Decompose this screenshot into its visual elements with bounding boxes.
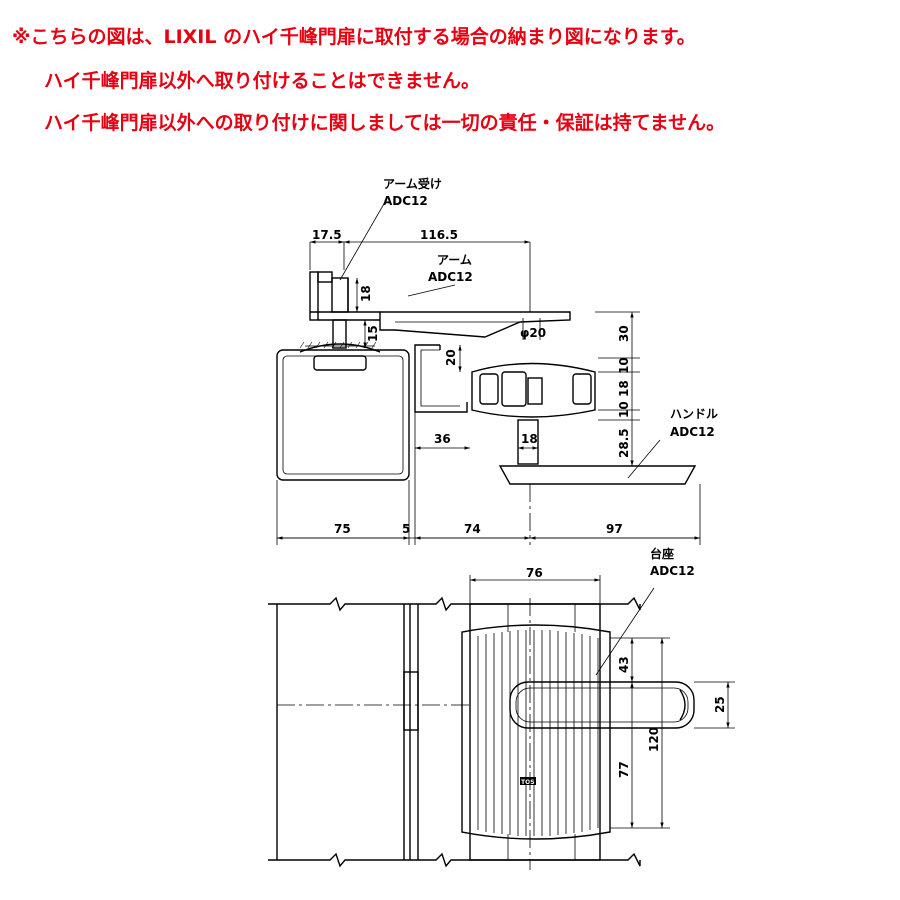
handle-material: ADC12 [670,425,715,439]
notice-line-1: ※こちらの図は、LIXIL のハイ千峰門扉に取付する場合の納まり図になります。 [12,26,696,48]
dim-17-5: 17.5 [312,228,342,242]
dimension-lines-top [276,201,701,545]
top-view: アーム受け ADC12 アーム ADC12 ハンドル ADC12 17.5 11… [276,176,718,545]
dim-28-5: 28.5 [617,428,631,458]
dim-18-b: 18 [617,380,631,397]
brand-logo-text: TOS [521,779,535,786]
notice-line-3: ハイ千峰門扉以外への取り付けに関しましては一切の責任・保証は持てません。 [44,112,726,134]
dim-43: 43 [617,656,631,673]
arm-receiver-material: ADC12 [383,194,428,208]
dim-phi-20: φ20 [520,326,546,340]
base-plate: TOS [461,603,611,861]
base-material: ADC12 [650,564,695,578]
handle-front [509,681,695,729]
dim-120: 120 [647,727,661,752]
arm-receiver-shape [309,271,380,321]
dim-18-c: 18 [521,432,538,446]
dim-18-a: 18 [359,285,373,302]
arm-receiver-name: アーム受け [383,176,442,191]
handle-name: ハンドル [670,407,718,421]
base-name: 台座 [650,546,674,561]
dim-10-b: 10 [617,401,631,418]
c-channel-section [414,344,468,413]
dim-74: 74 [464,522,481,536]
dim-36: 36 [434,432,451,446]
gate-front-view [268,596,641,868]
dim-97: 97 [606,522,623,536]
dim-75: 75 [334,522,351,536]
dim-116-5: 116.5 [420,228,458,242]
dimension-lines-bottom [469,575,735,870]
brand-logo [520,777,536,785]
dim-76: 76 [526,566,543,580]
arm-material: ADC12 [428,270,473,284]
dim-77: 77 [617,761,631,778]
pivot-shaft [332,319,347,349]
dim-10-a: 10 [617,357,631,374]
notice-line-2: ハイ千峰門扉以外へ取り付けることはできません。 [44,70,481,92]
dim-30: 30 [617,325,631,342]
dim-20: 20 [444,349,458,366]
bottom-view: TOS 台座 ADC12 76 43 25 [268,546,735,870]
arm-name: アーム [437,253,472,267]
dim-15: 15 [366,325,380,342]
arm-shape [379,311,571,338]
handle-shape [471,362,697,485]
dim-25: 25 [713,696,727,713]
gate-frame-section [276,341,410,481]
dim-5: 5 [402,522,410,536]
